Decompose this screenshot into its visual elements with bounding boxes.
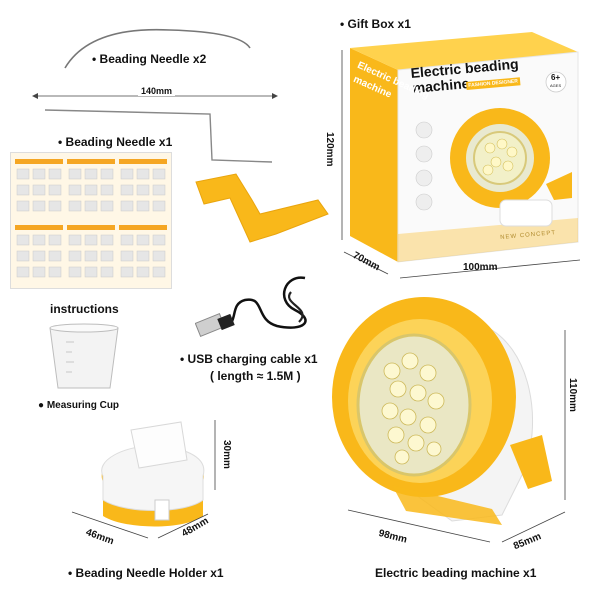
beading-needle-curved-image — [64, 28, 251, 69]
measuring-cup-label: ● Measuring Cup — [38, 400, 120, 411]
box-dimension-lines — [341, 50, 581, 279]
machine-height-dimension: 110mm — [567, 378, 578, 412]
measuring-cup-image — [49, 323, 119, 389]
holder-dimension-lines — [71, 420, 216, 539]
gift-box-label: • Gift Box x1 — [340, 17, 411, 31]
needle-dimension-line — [32, 93, 278, 99]
needle-length-dimension: 140mm — [138, 86, 176, 96]
beading-needle-straight-image — [44, 109, 273, 163]
beading-needle-x2-label: • Beading Needle x2 — [92, 52, 207, 66]
beading-needle-x1-label: • Beading Needle x1 — [58, 135, 173, 149]
box-width-dimension: 100mm — [463, 262, 498, 273]
needle-holder-image — [101, 421, 205, 527]
electric-beading-machine-image — [332, 297, 552, 525]
usb-cable-label: • USB charging cable x1 — [180, 352, 318, 366]
instructions-label: instructions — [50, 302, 119, 316]
usb-cable-image — [195, 276, 307, 338]
usb-cable-length: ( length ≈ 1.5M ) — [210, 369, 301, 383]
electric-beading-machine-label: Electric beading machine x1 — [375, 566, 537, 580]
needle-holder-label: • Beading Needle Holder x1 — [68, 566, 224, 580]
box-age-sub: AGES — [550, 83, 562, 88]
box-age: 6+ — [551, 73, 561, 82]
box-height-dimension: 120mm — [324, 132, 335, 167]
holder-height-dimension: 30mm — [221, 440, 232, 469]
gift-box-image — [350, 32, 579, 263]
machine-dimension-lines — [347, 330, 566, 543]
instructions-sheet-image — [10, 152, 172, 289]
yellow-bracket-image — [195, 173, 329, 243]
